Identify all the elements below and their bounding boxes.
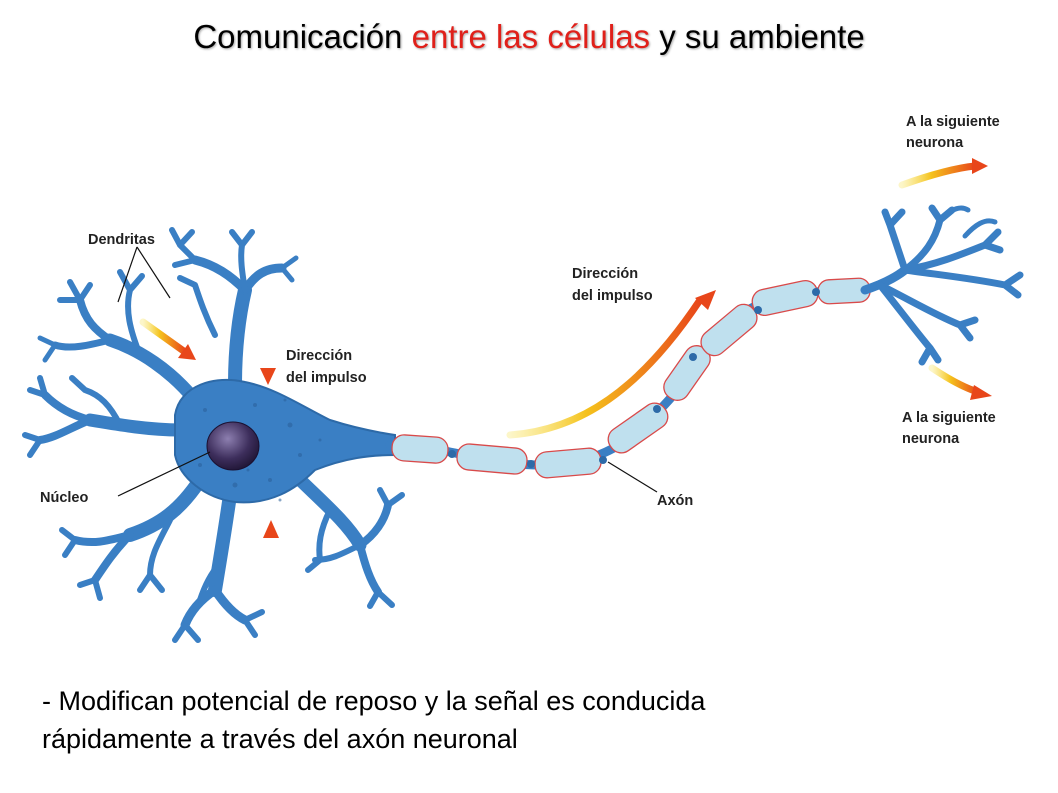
axon-terminals (860, 204, 1024, 366)
label-dendrites: Dendritas (88, 232, 155, 248)
title-part-3: y su ambiente (659, 18, 865, 55)
label-nucleus: Núcleo (40, 490, 88, 506)
pointer-lines (117, 246, 658, 497)
nucleus (206, 421, 260, 471)
bullet-line-1: - Modifican potencial de reposo y la señ… (42, 686, 706, 716)
label-next-neuron-top-2: neurona (906, 135, 964, 151)
label-direction-soma-1: Dirección (286, 348, 352, 364)
bullet-line-2: rápidamente a través del axón neuronal (42, 724, 518, 754)
nodes-of-ranvier (448, 288, 820, 468)
bullet-text: - Modifican potencial de reposo y la señ… (42, 682, 1032, 758)
title-part-2-highlight: entre las células (411, 18, 651, 55)
label-next-neuron-top-1: A la siguiente (906, 114, 1000, 130)
label-axon: Axón (657, 493, 693, 509)
title-part-1: Comunicación (193, 18, 403, 55)
myelin-sheaths (391, 277, 871, 479)
impulse-arrows (139, 158, 992, 584)
label-direction-axon-1: Dirección (572, 266, 638, 282)
label-next-neuron-bottom-2: neurona (902, 431, 960, 447)
cell-texture (198, 398, 322, 502)
label-direction-soma-2: del impulso (286, 370, 367, 386)
label-next-neuron-bottom-1: A la siguiente (902, 410, 996, 426)
page-title: Comunicación entre las células y su ambi… (0, 18, 1058, 56)
neuron-diagram: Dendritas Dirección del impulso Núcleo D… (22, 114, 1024, 643)
label-direction-axon-2: del impulso (572, 288, 653, 304)
